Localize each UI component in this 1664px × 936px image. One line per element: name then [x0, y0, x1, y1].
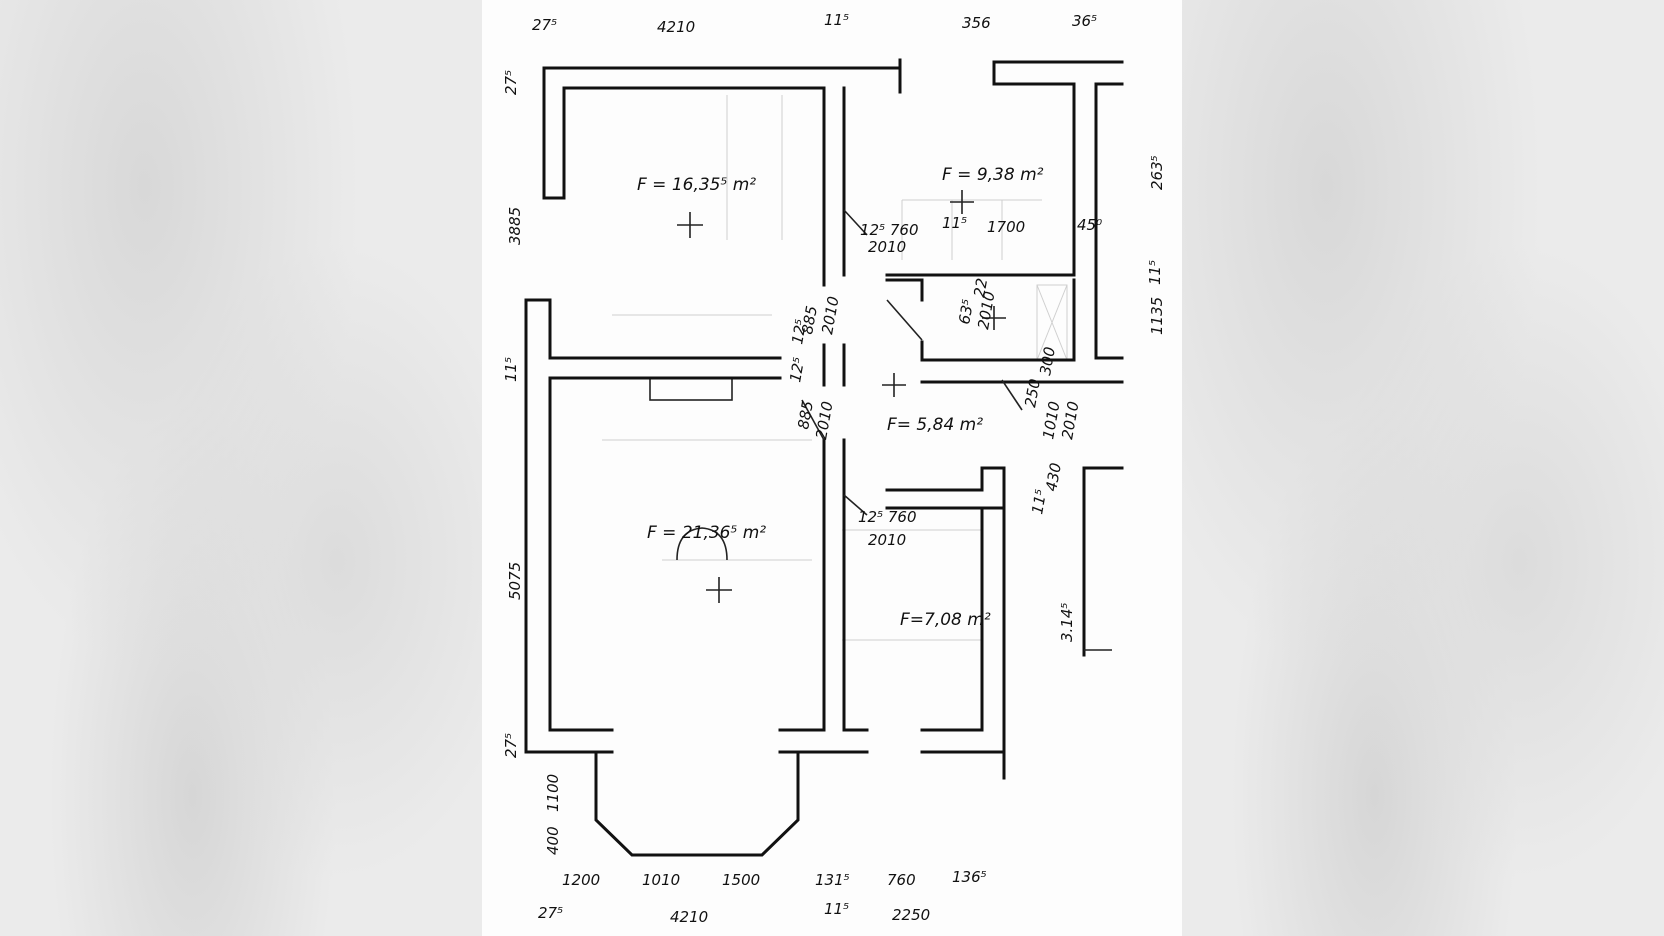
dim-right-0: 263⁵ [1148, 155, 1166, 190]
opening-2010-a: 2010 [818, 295, 842, 336]
dim-right-3: 3.14⁵ [1058, 603, 1076, 642]
dim-left-4: 27⁵ [502, 733, 520, 758]
opening-labels: 12⁵ 760 2010 885 2010 12⁵ 12⁵ 885 2010 1… [786, 214, 1102, 549]
dim-bottom-inner-3: 131⁵ [815, 871, 850, 889]
floor-plan-drawing: F = 16,35⁵ m² F = 9,38 m² F= 5,84 m² F =… [502, 11, 1166, 926]
opening-125-b: 12⁵ [788, 318, 810, 346]
dim-bottom-inner-2: 1500 [722, 871, 760, 889]
dim-250: 250 [1021, 377, 1044, 408]
dim-635: 63⁵ [955, 298, 977, 326]
dim-top-2: 11⁵ [824, 11, 849, 29]
door-swings [801, 209, 1023, 516]
room-area-living: F = 21,36⁵ m² [647, 523, 766, 543]
dim-left-0: 27⁵ [502, 70, 520, 95]
room-area-top-left: F = 16,35⁵ m² [637, 175, 756, 195]
dim-left-2: 11⁵ [502, 357, 520, 382]
opening-125-a: 12⁵ [786, 356, 808, 384]
door-label-bottom: 12⁵ 760 [858, 508, 917, 526]
room-area-top-right: F = 9,38 m² [942, 165, 1044, 185]
dim-left-1: 3885 [506, 207, 524, 245]
dim-bottom-inner-5: 136⁵ [952, 868, 987, 886]
dim-left-5: 1100 [544, 774, 562, 812]
dim-bottom-inner-1: 1010 [642, 871, 680, 889]
dim-bottom-outer-1: 4210 [670, 908, 708, 926]
dim-top-3: 356 [962, 14, 991, 32]
dim-right-1: 11⁵ [1146, 260, 1164, 285]
dim-top-1: 4210 [657, 18, 695, 36]
floor-plan-sheet: F = 16,35⁵ m² F = 9,38 m² F= 5,84 m² F =… [482, 0, 1182, 936]
dim-top-4: 36⁵ [1072, 12, 1097, 30]
dim-bottom-inner-0: 1200 [562, 871, 600, 889]
dim-left-3: 5075 [506, 562, 524, 600]
dim-450: 45⁰ [1077, 216, 1102, 234]
door-label-bottom-height: 2010 [868, 531, 906, 549]
room-area-bottom-right: F=7,08 m² [900, 610, 991, 630]
dim-right-2: 1135 [1148, 297, 1166, 335]
dim-left-6: 400 [544, 826, 562, 855]
dim-22: 22 [970, 277, 991, 299]
dim-bottom-outer-3: 2250 [892, 906, 930, 924]
blurred-background-right [1182, 0, 1664, 936]
dim-115-right: 11⁵ [1028, 488, 1050, 516]
wall-115-bath: 11⁵ [942, 214, 967, 232]
door-label-top-height: 2010 [868, 238, 906, 256]
dim-top-0: 27⁵ [532, 16, 557, 34]
door-label-top: 12⁵ 760 [860, 221, 919, 239]
opening-885-a: 885 [798, 304, 821, 335]
dim-300: 300 [1036, 345, 1059, 376]
dim-430: 430 [1042, 461, 1065, 492]
dim-bottom-outer-2: 11⁵ [824, 900, 849, 918]
dim-bottom-outer-0: 27⁵ [538, 904, 563, 922]
walls [524, 58, 1124, 857]
opening-885-b: 885 [794, 399, 817, 430]
dim-bottom-inner-4: 760 [887, 871, 916, 889]
room-centers [676, 190, 1006, 603]
dim-1700: 1700 [987, 218, 1025, 236]
blurred-background-left [0, 0, 482, 936]
room-area-hall: F= 5,84 m² [887, 415, 983, 435]
